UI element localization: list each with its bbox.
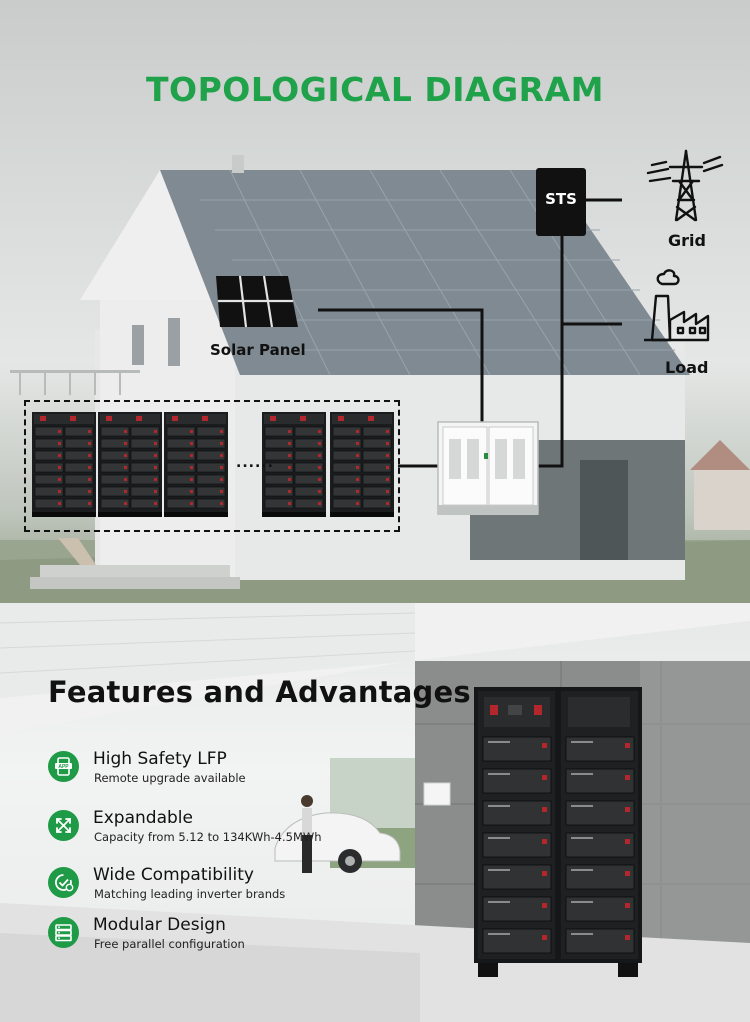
solar-panel-label: Solar Panel bbox=[210, 341, 306, 359]
battery-racks bbox=[31, 411, 395, 518]
diagram-title: TOPOLOGICAL DIAGRAM bbox=[146, 70, 604, 109]
feature-subtext: Capacity from 5.12 to 134KWh-4.5MWh bbox=[94, 830, 322, 844]
grid-label: Grid bbox=[668, 231, 706, 250]
feature-item-compatibility: Wide Compatibility Matching leading inve… bbox=[48, 865, 378, 905]
stack-icon bbox=[48, 917, 79, 948]
factory-icon bbox=[644, 269, 710, 342]
feature-subtext: Matching leading inverter brands bbox=[94, 887, 286, 901]
battery-cabinet-product bbox=[474, 687, 642, 977]
sts-label: STS bbox=[545, 190, 577, 208]
features-title: Features and Advantages bbox=[48, 675, 471, 709]
feature-subtext: Remote upgrade available bbox=[94, 771, 246, 785]
rack-ellipsis: ...... bbox=[236, 455, 274, 471]
svg-text:APP: APP bbox=[58, 764, 69, 770]
connection-lines bbox=[318, 198, 622, 468]
power-tower-icon bbox=[646, 149, 724, 222]
solar-panel-icon bbox=[216, 275, 298, 328]
feature-heading: Expandable bbox=[93, 808, 193, 828]
battery-group-box bbox=[24, 400, 400, 532]
feature-heading: Wide Compatibility bbox=[93, 865, 254, 885]
feature-subtext: Free parallel configuration bbox=[94, 937, 245, 951]
load-label: Load bbox=[665, 358, 709, 377]
power-cabinet-icon bbox=[437, 421, 539, 515]
sts-box: STS bbox=[536, 168, 586, 236]
app-icon: APP bbox=[48, 751, 79, 782]
feature-item-high-safety: APP High Safety LFP Remote upgrade avail… bbox=[48, 749, 378, 789]
topology-section: TOPOLOGICAL DIAGRAM STS bbox=[0, 0, 750, 603]
feature-item-expandable: Expandable Capacity from 5.12 to 134KWh-… bbox=[48, 808, 378, 848]
feature-item-modular: Modular Design Free parallel configurati… bbox=[48, 915, 378, 955]
features-section: Features and Advantages APP High Safety … bbox=[0, 603, 750, 1022]
expand-icon bbox=[48, 810, 79, 841]
feature-heading: High Safety LFP bbox=[93, 749, 227, 769]
compatibility-icon bbox=[48, 867, 79, 898]
feature-heading: Modular Design bbox=[93, 915, 226, 935]
